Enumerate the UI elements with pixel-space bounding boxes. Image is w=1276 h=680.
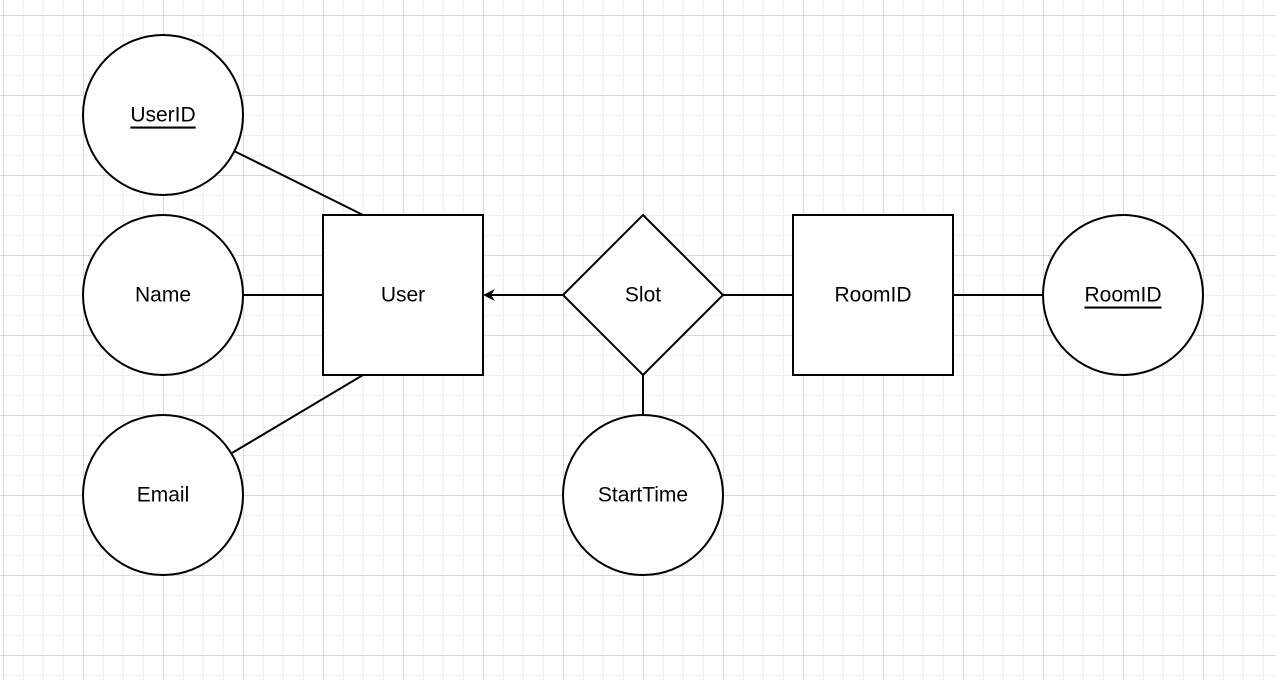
relationship-slot[interactable]: Slot (561, 213, 725, 377)
relationship-slot-label: Slot (625, 284, 661, 307)
attribute-userid-label: UserID (130, 104, 195, 127)
attribute-starttime[interactable]: StartTime (562, 414, 724, 576)
attribute-roomid-label: RoomID (1084, 284, 1161, 307)
entity-user-label: User (381, 284, 425, 307)
attribute-roomid[interactable]: RoomID (1042, 214, 1204, 376)
attribute-email-label: Email (137, 484, 190, 507)
edge-email-user[interactable] (231, 374, 364, 454)
entity-room[interactable]: RoomID (792, 214, 954, 376)
attribute-email[interactable]: Email (82, 414, 244, 576)
edge-userid-user[interactable] (233, 150, 364, 216)
attribute-name[interactable]: Name (82, 214, 244, 376)
attribute-name-label: Name (135, 284, 191, 307)
attribute-starttime-label: StartTime (598, 484, 688, 507)
entity-user[interactable]: User (322, 214, 484, 376)
attribute-userid[interactable]: UserID (82, 34, 244, 196)
entity-room-label: RoomID (834, 284, 911, 307)
